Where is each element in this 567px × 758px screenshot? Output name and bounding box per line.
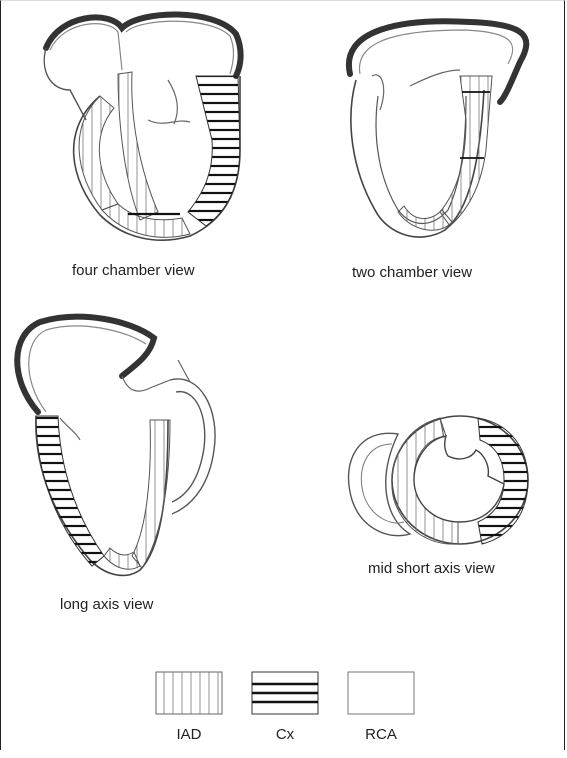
long-axis-caption: long axis view: [60, 596, 153, 613]
legend-swatch-rca: [348, 672, 414, 714]
two-chamber-anterior-segment: [440, 76, 492, 226]
four-chamber-left-wall: [44, 48, 86, 120]
two-chamber-caption: two chamber view: [352, 264, 472, 281]
two-chamber-valve: [372, 70, 460, 110]
legend-label-cx: Cx: [250, 726, 320, 743]
four-chamber-view: [44, 14, 240, 240]
two-chamber-atrium-outline: [349, 21, 526, 102]
two-chamber-view: [349, 21, 526, 237]
legend-swatch-lad: [156, 672, 222, 714]
legend: [156, 672, 414, 714]
short-axis-lv-cavity: [414, 436, 504, 522]
four-chamber-atria-inner: [50, 21, 233, 74]
four-chamber-caption: four chamber view: [72, 262, 195, 279]
long-axis-septum-segment: [132, 420, 170, 568]
short-axis-caption: mid short axis view: [368, 560, 495, 577]
legend-label-rca: RCA: [346, 726, 416, 743]
four-chamber-inner-line: [148, 80, 190, 124]
long-axis-view: [17, 317, 215, 576]
four-chamber-right-wall-segment: [188, 76, 240, 226]
long-axis-atrium-outline: [17, 317, 154, 412]
two-chamber-atrium-inner: [359, 30, 512, 74]
four-chamber-septum-segment: [118, 72, 158, 220]
short-axis-view: [349, 416, 528, 544]
long-axis-aorta: [170, 379, 215, 514]
legend-label-lad: IAD: [154, 726, 224, 743]
four-chamber-atria-outline: [46, 14, 241, 76]
long-axis-posterior-segment: [36, 416, 104, 566]
